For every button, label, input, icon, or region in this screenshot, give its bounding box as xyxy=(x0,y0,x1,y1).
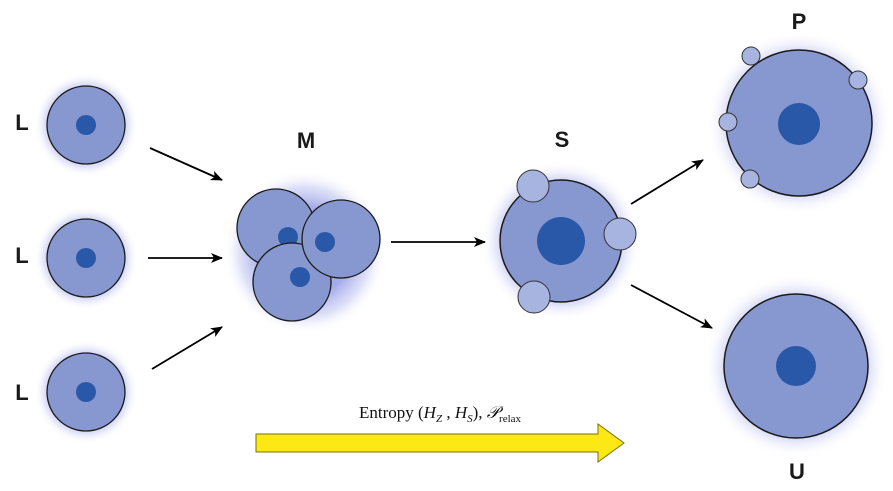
particle-core xyxy=(76,382,96,402)
arrow-l-top-to-m xyxy=(149,147,223,181)
particle-u xyxy=(704,274,888,458)
satellite xyxy=(516,169,550,203)
particle-core xyxy=(778,103,820,145)
particle-core xyxy=(537,217,585,265)
particle-core xyxy=(776,346,816,386)
label-l-top: L xyxy=(15,110,28,135)
label-u: U xyxy=(789,459,805,484)
particle-core xyxy=(76,248,96,268)
satellite xyxy=(517,280,551,314)
particle-cluster-m xyxy=(223,170,387,334)
label-s: S xyxy=(555,127,570,152)
particle-s xyxy=(481,161,641,321)
label-l-middle: L xyxy=(15,243,28,268)
entropy-arrow xyxy=(255,423,625,463)
entropy-hz: H xyxy=(423,403,438,422)
particle-l-bottom xyxy=(34,340,138,444)
particle-l-top xyxy=(34,73,138,177)
satellite xyxy=(718,112,738,132)
satellite xyxy=(740,169,760,189)
particle-core xyxy=(76,115,96,135)
entropy-close: ), xyxy=(473,403,487,422)
cluster-core xyxy=(290,267,310,287)
cluster-core xyxy=(278,227,298,247)
label-p: P xyxy=(792,9,807,34)
label-l-bottom: L xyxy=(15,380,28,405)
entropy-separator: , xyxy=(442,403,455,422)
cluster-particle xyxy=(301,199,381,279)
label-m: M xyxy=(297,128,315,153)
entropy-hz-sub: Z xyxy=(436,413,443,425)
arrow-s-to-u xyxy=(630,284,713,329)
entropy-p-relax-sub: relax xyxy=(499,413,521,425)
satellite xyxy=(603,217,637,251)
cluster-core xyxy=(315,232,335,252)
arrow-l-bottom-to-m xyxy=(151,326,223,370)
satellite xyxy=(848,70,868,90)
entropy-prefix: Entropy ( xyxy=(359,403,424,422)
arrow-s-to-p xyxy=(630,159,704,205)
entropy-hs: H xyxy=(454,403,469,422)
entropy-label: Entropy (HZ , HS), 𝒫relax xyxy=(359,403,522,425)
particle-p xyxy=(707,31,891,215)
satellite xyxy=(741,46,761,66)
entropy-hs-sub: S xyxy=(467,413,473,425)
particle-l-middle xyxy=(34,206,138,310)
